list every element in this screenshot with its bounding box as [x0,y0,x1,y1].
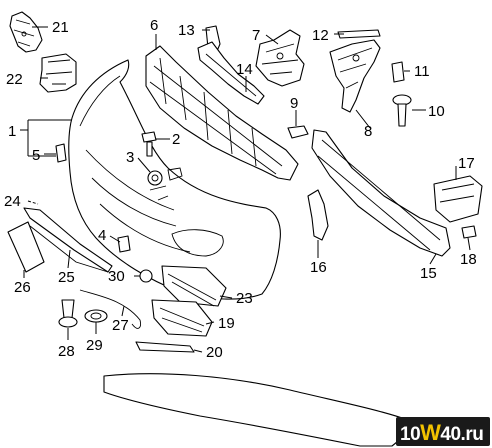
callout-22: 22 [6,71,23,88]
part-18-clip [461,225,477,239]
callout-14: 14 [236,61,253,78]
callout-27: 27 [112,317,129,334]
callout-19: 19 [218,315,235,332]
callout-17: 17 [458,155,475,172]
callout-25: 25 [58,269,75,286]
callout-18: 18 [460,251,477,268]
part-25-trim [29,225,109,273]
callout-23: 23 [236,290,253,307]
part-24-trim [23,207,113,273]
part-20-strip [135,341,195,353]
callout-30: 30 [108,268,125,285]
callout-21: 21 [52,19,69,36]
part-28-bolt [58,299,78,328]
callout-5: 5 [32,147,40,164]
part-17-bracket [433,175,483,223]
part-19-grille [151,299,213,337]
leader-lines [20,26,471,353]
part-9-clip [287,125,309,139]
part-29-nut [84,309,108,323]
callout-16: 16 [310,259,327,276]
callout-15: 15 [420,265,437,282]
part-3-nut [147,170,163,186]
part-16-bracket [307,189,329,241]
callout-7: 7 [252,27,260,44]
part-23-grille [161,265,227,307]
callout-28: 28 [58,343,75,360]
part-14-upper-rail [197,41,265,105]
part-10-push-pin [392,94,412,127]
part-12-strip [337,29,381,39]
callout-10: 10 [428,103,445,120]
callout-11: 11 [414,63,430,80]
callout-13: 13 [178,22,195,39]
callout-labels: 1 2 3 4 5 6 7 8 9 10 11 12 13 14 15 16 1… [4,17,477,361]
callout-1: 1 [8,123,16,140]
part-21-bracket [9,11,43,53]
part-22-bracket [39,53,77,93]
part-2-bolt [141,131,157,157]
splash-shield [103,373,409,447]
part-11-clip [391,61,405,83]
part-27-trim [79,289,141,329]
callout-12: 12 [312,27,329,44]
callout-2: 2 [172,131,180,148]
callout-24: 24 [4,193,21,210]
callout-9: 9 [290,95,298,112]
part-4-pin [117,235,131,253]
callout-6: 6 [150,17,158,34]
part-30-clip [139,269,153,283]
part-5-clip [55,143,67,163]
part-8-bracket [329,39,381,113]
callout-26: 26 [14,279,31,296]
watermark-text: 10W40.ru [400,420,484,445]
part-6-energy-absorber [145,45,299,181]
watermark-logo: 10W40.ru [396,417,490,446]
part-7-side-bracket [255,29,305,87]
callout-20: 20 [206,344,223,361]
callout-8: 8 [364,123,372,140]
part-15-reinforcement [311,129,451,257]
callout-4: 4 [98,227,106,244]
callout-3: 3 [126,149,134,166]
part-26-plate [7,221,45,273]
callout-29: 29 [86,337,103,354]
